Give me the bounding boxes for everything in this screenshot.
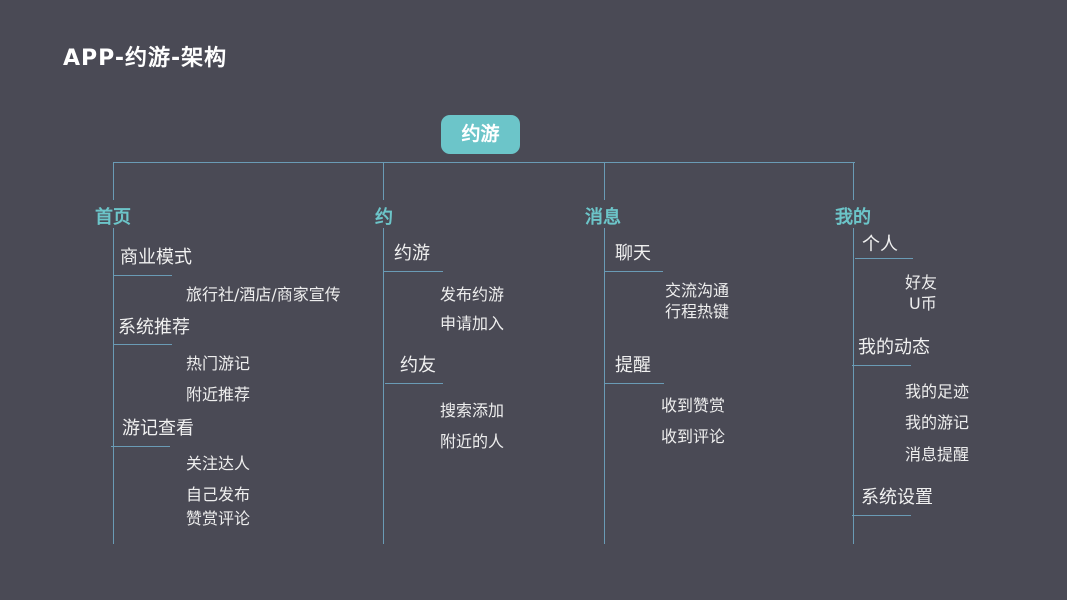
connector-vertical [853,228,854,544]
leaf-item: 我的游记 [905,413,970,432]
group-label: 约友 [400,355,436,376]
group-underline [855,258,913,259]
group-label: 系统设置 [861,487,933,508]
leaf-item: 旅行社/酒店/商家宣传 [186,285,341,304]
group-label: 系统推荐 [118,317,190,338]
leaf-item: 申请加入 [440,314,505,333]
connector-vertical [604,162,605,200]
group-underline [113,275,172,276]
leaf-item: 收到赞赏 [661,396,726,415]
leaf-item: 附近推荐 [186,385,251,404]
leaf-item: 搜索添加 [440,401,505,420]
group-underline [111,446,170,447]
leaf-item: 附近的人 [440,432,505,451]
leaf-item: 赞赏评论 [186,509,251,528]
leaf-item: 发布约游 [440,285,505,304]
connector-vertical [383,228,384,544]
group-underline [113,344,172,345]
connector-vertical [604,228,605,544]
connector-vertical [113,162,114,200]
group-underline [605,383,664,384]
group-label: 约游 [394,243,430,264]
leaf-item: 自己发布 [186,485,251,504]
connector-vertical [383,162,384,200]
root-node: 约游 [441,115,520,154]
leaf-item: U币 [909,294,937,313]
connector-vertical [113,228,114,544]
branch-home: 首页 [95,207,131,228]
group-underline [852,365,911,366]
leaf-item: 热门游记 [186,354,251,373]
group-underline [604,271,663,272]
group-underline [852,515,911,516]
leaf-item: 好友 [905,273,938,292]
leaf-item: 交流沟通 [665,281,730,300]
branch-mine: 我的 [835,207,871,228]
group-label: 聊天 [615,243,651,264]
group-label: 个人 [862,234,898,255]
connector-vertical [853,162,854,200]
branch-meet: 约 [375,207,393,228]
page-title: APP-约游-架构 [63,46,228,71]
leaf-item: 行程热键 [665,302,730,321]
group-label: 商业模式 [120,247,192,268]
connector-horizontal [113,162,855,163]
leaf-item: 关注达人 [186,454,251,473]
group-label: 游记查看 [122,418,194,439]
group-underline [383,271,443,272]
leaf-item: 我的足迹 [905,382,970,401]
group-label: 我的动态 [858,337,930,358]
leaf-item: 收到评论 [661,427,726,446]
group-label: 提醒 [615,355,651,376]
group-underline [385,383,443,384]
leaf-item: 消息提醒 [905,445,970,464]
branch-messages: 消息 [585,207,621,228]
